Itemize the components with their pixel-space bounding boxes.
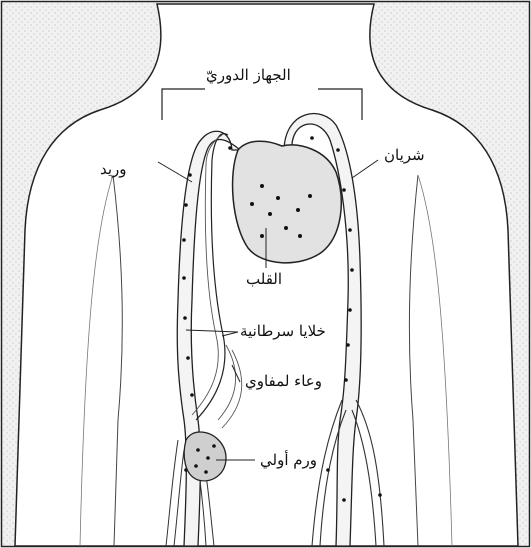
label-artery: شريان bbox=[384, 148, 425, 163]
label-heart: القلب bbox=[246, 272, 282, 287]
label-primary-tumor: ورم أولي bbox=[260, 453, 317, 468]
label-circulatory-system: الجهاز الدوريّ bbox=[206, 68, 291, 83]
label-vein: وريد bbox=[100, 162, 127, 177]
heart bbox=[233, 141, 342, 263]
label-lymph-vessel: وعاء لمفاوي bbox=[245, 374, 322, 389]
label-cancer-cells: خلايا سرطانية bbox=[240, 324, 326, 339]
